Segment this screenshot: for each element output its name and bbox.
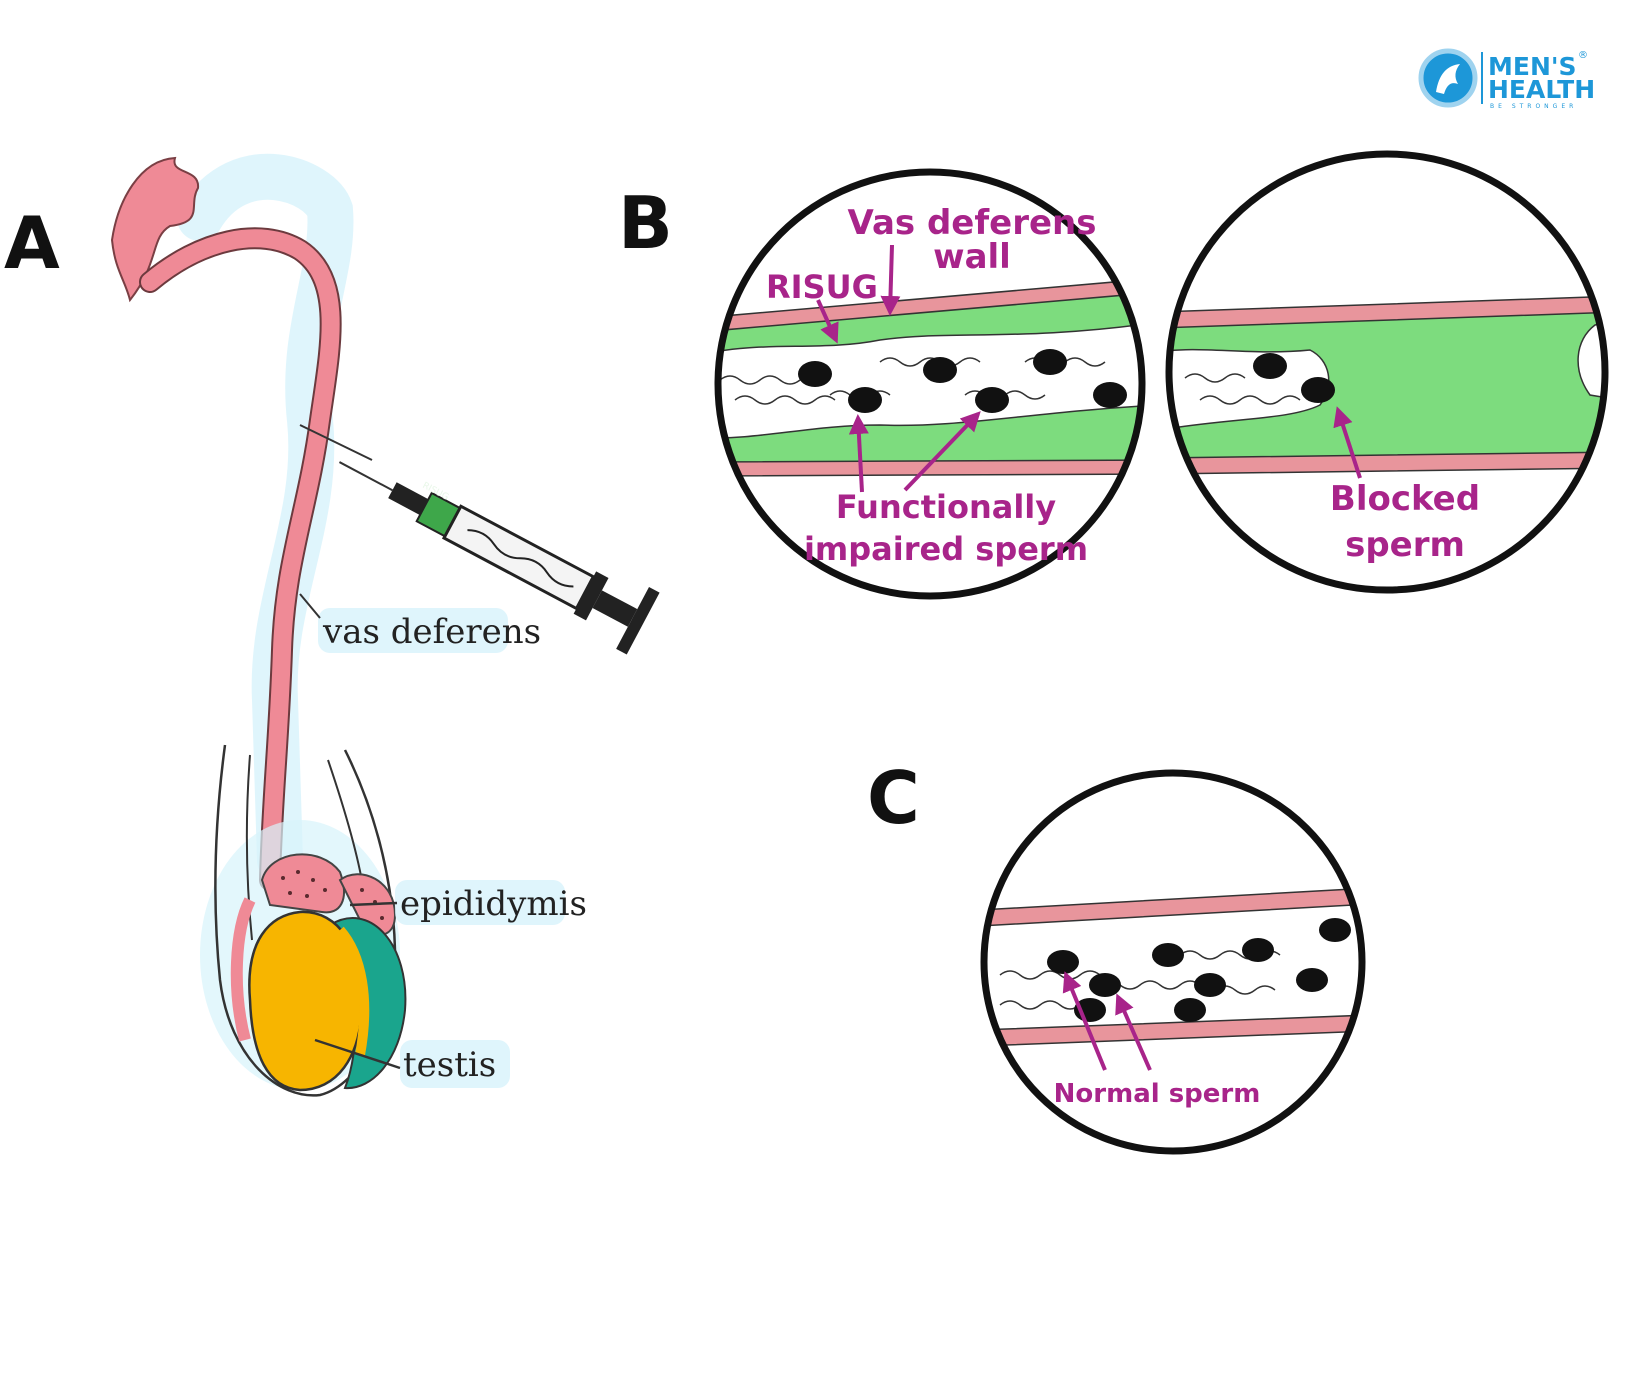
risug-gel-blocking (1169, 305, 1605, 465)
vas-wall-label-line2: wall (933, 237, 1011, 277)
logo-tagline: BE STRONGER (1490, 103, 1577, 110)
logo-registered: ® (1578, 50, 1588, 61)
blocked-sperm-heads (1253, 353, 1335, 403)
logo-line2: HEALTH (1488, 75, 1595, 104)
vas-deferens-label: vas deferens (322, 612, 541, 652)
risug-label: RISUG (766, 268, 878, 306)
panel-b-right-circle: Blocked sperm (1165, 150, 1609, 594)
needle (299, 424, 373, 461)
logo-line1: MEN'S (1488, 52, 1577, 81)
blocked-label-line2: sperm (1345, 525, 1465, 565)
vas-wall-bottom (718, 459, 1142, 477)
mens-health-logo: MEN'S HEALTH ® BE STRONGER (1418, 48, 1595, 110)
syringe-icon (338, 461, 660, 655)
epididymis-label: epididymis (400, 884, 587, 924)
panel-a-letter: A (4, 201, 60, 285)
vas-deferens-tube (141, 229, 340, 889)
scrotum-outline (214, 744, 397, 1097)
normal-sperm-label: Normal sperm (1054, 1079, 1261, 1109)
vas-wall-top-c (984, 887, 1362, 927)
impaired-label-line2: impaired sperm (804, 530, 1088, 568)
vas-wall-bottom-c (984, 1014, 1362, 1047)
panel-c-circle: Normal sperm (980, 769, 1366, 1155)
vas-wall-label-line1: Vas deferens (848, 203, 1097, 243)
blocked-label-line1: Blocked (1330, 479, 1480, 519)
impaired-sperm-heads (798, 349, 1127, 413)
blocked-lumen (1169, 348, 1330, 431)
panel-c-letter: C (867, 756, 920, 840)
panel-a-illustration: RISUG vas deferens epididymis testis (110, 153, 660, 1097)
panel-b-letter: B (618, 181, 673, 265)
epididymis-shape (260, 853, 345, 914)
panel-b-left-circle: Vas deferens wall RISUG Functionally imp… (714, 168, 1146, 600)
normal-sperm-heads (1047, 918, 1351, 1022)
testis-label: testis (403, 1045, 496, 1085)
urethra-shape (110, 156, 200, 303)
impaired-label-line1: Functionally (836, 488, 1056, 526)
vas-wall-top (718, 277, 1142, 333)
